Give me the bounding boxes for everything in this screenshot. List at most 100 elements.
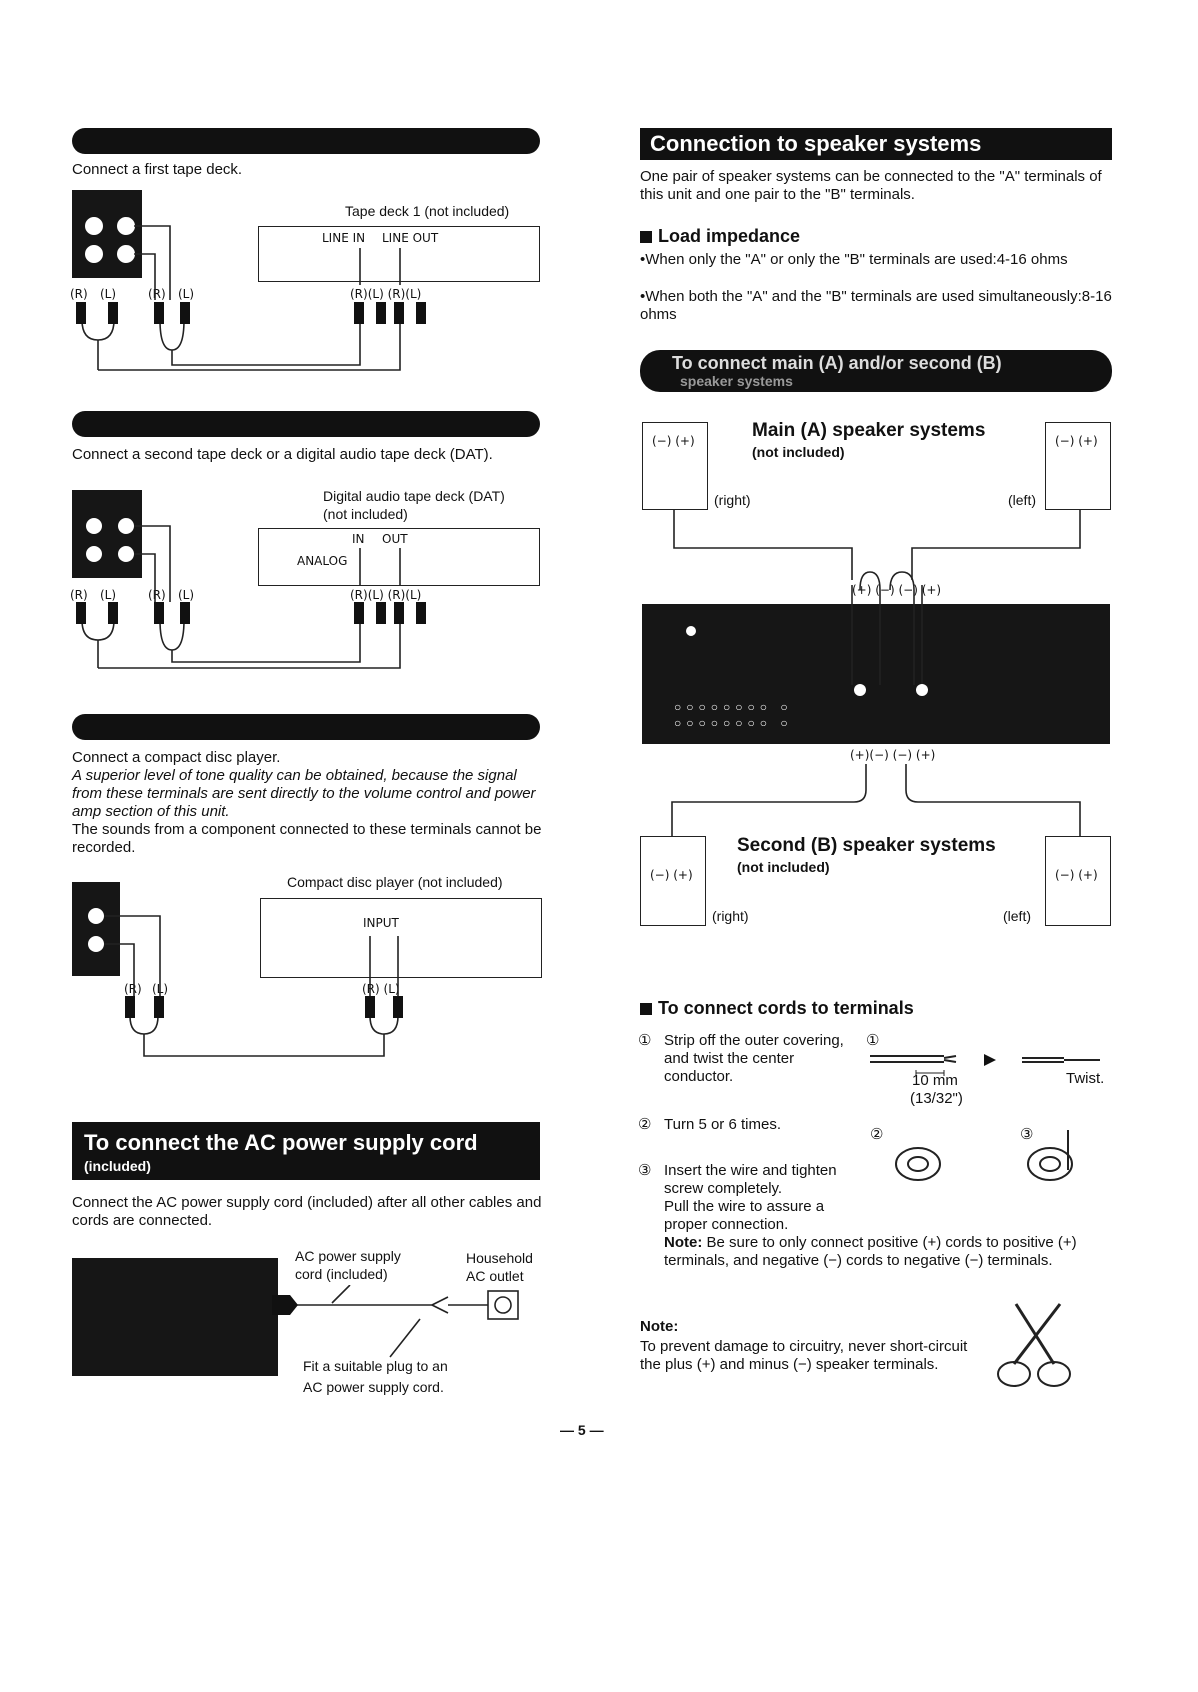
short-circuit-warning-icon bbox=[997, 1303, 1071, 1387]
speaker-b-wires bbox=[671, 764, 1081, 840]
cd-device-label: Compact disc player (not included) bbox=[287, 874, 503, 890]
ac-outlet-label-2: AC outlet bbox=[466, 1268, 524, 1284]
step3-text-a: Insert the wire and tighten screw comple… bbox=[664, 1162, 837, 1197]
step1-num: ① bbox=[638, 1032, 652, 1049]
step2-num: ② bbox=[638, 1116, 652, 1133]
second-speaker-right bbox=[640, 836, 706, 926]
tape2-in: IN bbox=[352, 532, 365, 546]
main-right-label: (right) bbox=[714, 492, 751, 508]
second-sub: (not included) bbox=[737, 859, 830, 875]
note-2-label: Note: bbox=[640, 1318, 679, 1335]
tape1-jack-r2: (R) bbox=[148, 287, 166, 301]
tape1-device-jacks: (R)(L) (R)(L) bbox=[350, 287, 422, 301]
ac-plug-label-2: AC power supply cord. bbox=[303, 1379, 444, 1395]
cd-p3: The sounds from a component connected to… bbox=[72, 821, 542, 856]
binding-post-row-1: ○○○○○○○○ ○ bbox=[674, 700, 793, 714]
main-speaker-left bbox=[1045, 422, 1111, 510]
connect-heading-text: To connect main (A) and/or second (B) bbox=[672, 353, 1002, 373]
tape2-out: OUT bbox=[382, 532, 408, 546]
tape2-jack-r1: (R) bbox=[70, 588, 88, 602]
tape1-jack-l1: (L) bbox=[100, 287, 117, 301]
tape2-device-line1: Digital audio tape deck (DAT) bbox=[323, 488, 505, 504]
arrow-right-icon bbox=[984, 1054, 996, 1066]
cords-heading: To connect cords to terminals bbox=[640, 998, 914, 1019]
cd-p1: Connect a compact disc player. bbox=[72, 749, 281, 766]
ac-cord-label-2: cord (included) bbox=[295, 1266, 388, 1282]
main-left-terms: (−) (+) bbox=[1055, 434, 1098, 448]
speaker-intro: One pair of speaker systems can be conne… bbox=[640, 168, 1102, 203]
step3-figure-num: ③ bbox=[1020, 1126, 1034, 1143]
section-header-tape2 bbox=[72, 411, 540, 437]
ac-body: Connect the AC power supply cord (includ… bbox=[72, 1194, 542, 1229]
section-header-cd bbox=[72, 714, 540, 740]
unit-panel-ac bbox=[72, 1258, 278, 1376]
unit-panel-tape2 bbox=[72, 490, 142, 578]
twist-label: Twist. bbox=[1066, 1070, 1105, 1087]
strip-length: 10 mm bbox=[912, 1072, 958, 1089]
cd-p2: A superior level of tone quality can be … bbox=[72, 767, 536, 820]
tape1-device bbox=[258, 226, 540, 282]
speaker-a-wires bbox=[673, 510, 1081, 696]
terminal-screw-figures bbox=[895, 1130, 1073, 1181]
note-1: Note: Be sure to only connect positive (… bbox=[664, 1234, 1110, 1270]
connect-header: To connect main (A) and/or second (B) sp… bbox=[640, 350, 1112, 392]
tape2-device-jacks: (R)(L) (R)(L) bbox=[350, 588, 422, 602]
second-left-terms: (−) (+) bbox=[1055, 868, 1098, 882]
page-number: — 5 — bbox=[560, 1422, 604, 1438]
connect-heading-text-2: speaker systems bbox=[680, 373, 793, 389]
cd-device-jacks: (R) (L) bbox=[362, 982, 400, 996]
amp-terms-bottom: (+)(−) (−) (+) bbox=[850, 748, 936, 762]
main-speaker-right bbox=[642, 422, 708, 510]
bullet-icon bbox=[640, 231, 652, 243]
second-right-terms: (−) (+) bbox=[650, 868, 693, 882]
second-left-label: (left) bbox=[1003, 908, 1031, 924]
ac-outlet-label-1: Household bbox=[466, 1250, 533, 1266]
tape1-line-in: LINE IN bbox=[322, 231, 366, 245]
wire-strip-figure bbox=[870, 1054, 1100, 1076]
section-header-tape1 bbox=[72, 128, 540, 154]
tape2-device bbox=[258, 528, 540, 586]
ac-plug-label-1: Fit a suitable plug to an bbox=[303, 1358, 448, 1374]
panel-led bbox=[686, 626, 696, 636]
strip-length-in: (13/32") bbox=[910, 1090, 963, 1107]
binding-post-row-2: ○○○○○○○○ ○ bbox=[674, 716, 793, 730]
tape2-jack-r2: (R) bbox=[148, 588, 166, 602]
second-right-label: (right) bbox=[712, 908, 749, 924]
tape1-line-out: LINE OUT bbox=[382, 231, 439, 245]
speaker-banner: Connection to speaker systems bbox=[640, 128, 1112, 160]
amp-terms-top: (+) (−) (−) (+) bbox=[852, 583, 942, 597]
load-heading-text: Load impedance bbox=[658, 226, 801, 246]
note-2-body: To prevent damage to circuitry, never sh… bbox=[640, 1338, 968, 1373]
cd-cables bbox=[88, 908, 403, 1057]
cords-heading-text: To connect cords to terminals bbox=[658, 998, 914, 1018]
tape1-device-label: Tape deck 1 (not included) bbox=[345, 203, 510, 219]
main-left-label: (left) bbox=[1008, 492, 1036, 508]
cd-device bbox=[260, 898, 542, 978]
step1-text: Strip off the outer covering, and twist … bbox=[664, 1032, 844, 1085]
load-line-2: •When both the "A" and the "B" terminals… bbox=[640, 288, 1112, 323]
tape2-analog: ANALOG bbox=[297, 554, 348, 568]
tape2-intro: Connect a second tape deck or a digital … bbox=[72, 446, 493, 463]
main-sub: (not included) bbox=[752, 444, 845, 460]
note-1-body: Be sure to only connect positive (+) cor… bbox=[664, 1234, 1077, 1269]
tape1-jack-l2: (L) bbox=[178, 287, 195, 301]
tape2-device-line2: (not included) bbox=[323, 506, 408, 522]
tape1-cables bbox=[76, 217, 426, 371]
tape2-jack-l2: (L) bbox=[178, 588, 195, 602]
tape2-cables bbox=[76, 518, 426, 669]
amplifier-rear-panel: ○○○○○○○○ ○ ○○○○○○○○ ○ bbox=[642, 604, 1110, 744]
ac-subtitle: (included) bbox=[84, 1158, 151, 1174]
tape2-jack-l1: (L) bbox=[100, 588, 117, 602]
main-title: Main (A) speaker systems bbox=[752, 420, 986, 441]
ac-cord-drawing bbox=[272, 1285, 519, 1358]
unit-panel-cd bbox=[72, 882, 120, 976]
step3-num: ③ bbox=[638, 1162, 652, 1179]
second-speaker-left bbox=[1045, 836, 1111, 926]
second-title: Second (B) speaker systems bbox=[737, 835, 996, 856]
step3-text-b: Pull the wire to assure a proper connect… bbox=[664, 1198, 825, 1233]
ac-banner: To connect the AC power supply cord (inc… bbox=[72, 1122, 540, 1180]
unit-panel-tape1 bbox=[72, 190, 142, 278]
step1-figure-num: ① bbox=[866, 1032, 880, 1049]
load-heading: Load impedance bbox=[640, 226, 800, 247]
plug-icon bbox=[272, 1295, 298, 1315]
